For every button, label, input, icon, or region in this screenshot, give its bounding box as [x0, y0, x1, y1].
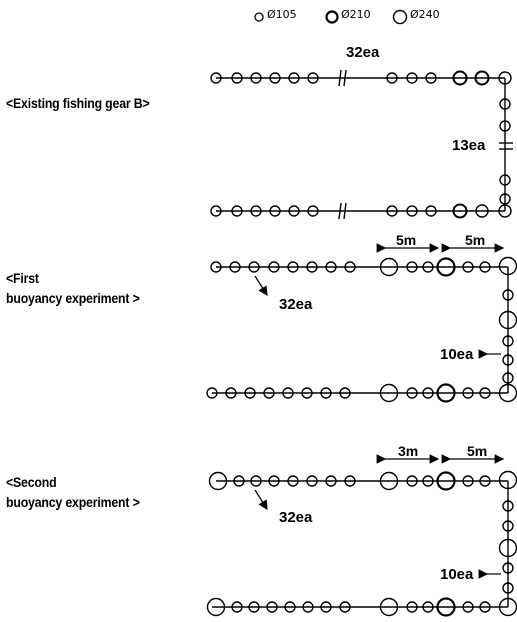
panel-first-experiment [206, 243, 517, 403]
top-float-count: 32ea [346, 44, 380, 61]
legend-medium-float-icon [325, 10, 339, 24]
spacing-label-left: 3m [398, 443, 419, 459]
spacing-label-left: 5m [396, 232, 417, 248]
legend-label-large: Ø240 [410, 8, 440, 21]
top-float-count: 32ea [279, 296, 313, 313]
panel-label-second-line1: <Second [6, 474, 57, 490]
spacing-label-right: 5m [465, 232, 486, 248]
side-float-count: 13ea [452, 137, 486, 154]
panel-label-first-line1: <First [6, 270, 39, 286]
legend-label-medium: Ø210 [341, 8, 371, 21]
legend-small-float-icon [254, 12, 264, 22]
top-float-count: 32ea [279, 509, 313, 526]
legend-label-small: Ø105 [267, 8, 297, 21]
legend-large-float-icon [392, 9, 408, 25]
panel-second-experiment [206, 454, 517, 617]
bottom-float-row [206, 597, 517, 617]
top-float-row [208, 470, 517, 491]
panel-label-existing-gear: <Existing fishing gear B> [6, 95, 150, 111]
side-float-count: 10ea [440, 346, 474, 363]
side-float-count: 10ea [440, 566, 474, 583]
top-float-row [210, 70, 512, 86]
panel-label-first-line2: buoyancy experiment > [6, 290, 140, 306]
side-float-column [499, 98, 511, 205]
side-float-column [498, 500, 517, 594]
spacing-label-right: 5m [467, 443, 488, 459]
panel-label-second-line2: buoyancy experiment > [6, 494, 140, 510]
bottom-float-row [206, 383, 517, 403]
top-float-row [210, 256, 517, 277]
panel-existing-gear [210, 69, 513, 220]
bottom-float-row [210, 203, 512, 219]
legend-symbols [254, 9, 408, 25]
